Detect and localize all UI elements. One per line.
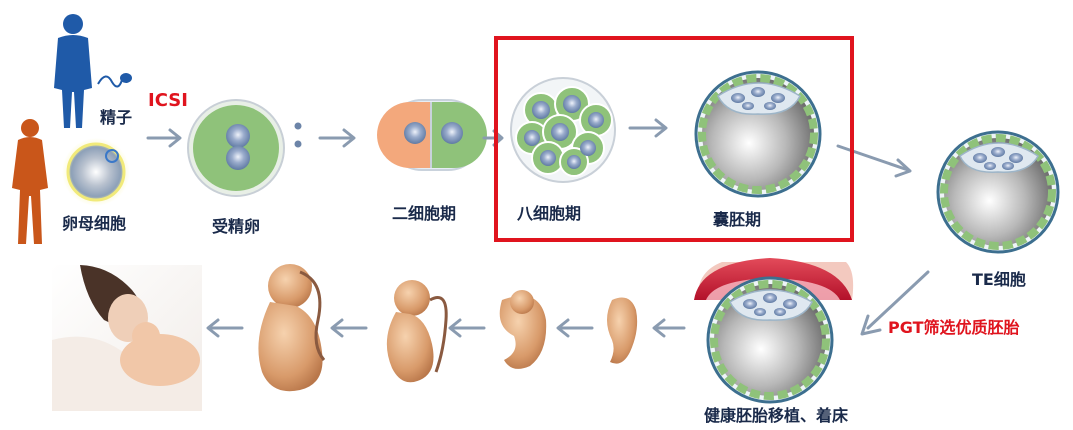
eight-cell-icon: [510, 77, 616, 183]
female-figure-icon: [12, 119, 48, 244]
zygote-icon: [187, 99, 302, 197]
implant-label: 健康胚胎移植、着床: [704, 406, 849, 425]
arrow-blastocyst-to-te: [836, 144, 910, 172]
male-figure-icon: [54, 14, 92, 128]
icsi-label: ICSI: [148, 90, 188, 111]
fetus-icon-small: [499, 290, 547, 369]
oocyte-label: 卵母细胞: [62, 214, 127, 233]
zygote-label: 受精卵: [212, 217, 261, 236]
blastocyst-label: 囊胚期: [713, 210, 762, 229]
fetus-icon-large: [258, 264, 326, 392]
sperm-icon: [97, 73, 132, 88]
implanting-blastocyst-icon: [694, 258, 854, 404]
oocyte-icon: [62, 138, 130, 206]
te-blastocyst-icon: [936, 130, 1060, 254]
two-cell-label: 二细胞期: [392, 204, 457, 223]
highlight-box: [494, 36, 854, 242]
te-cells-label: TE细胞: [972, 270, 1026, 289]
fetus-icon-medium: [386, 280, 448, 383]
pgt-label: PGT筛选优质胚胎: [888, 318, 1020, 337]
sperm-label: 精子: [100, 108, 133, 127]
embryo-icon: [607, 297, 638, 364]
mother-baby-photo: [52, 265, 202, 411]
arrow-te-to-implant: [866, 270, 930, 330]
blastocyst-icon: [694, 70, 822, 198]
two-cell-icon: [377, 99, 487, 171]
eight-cell-label: 八细胞期: [517, 204, 582, 223]
